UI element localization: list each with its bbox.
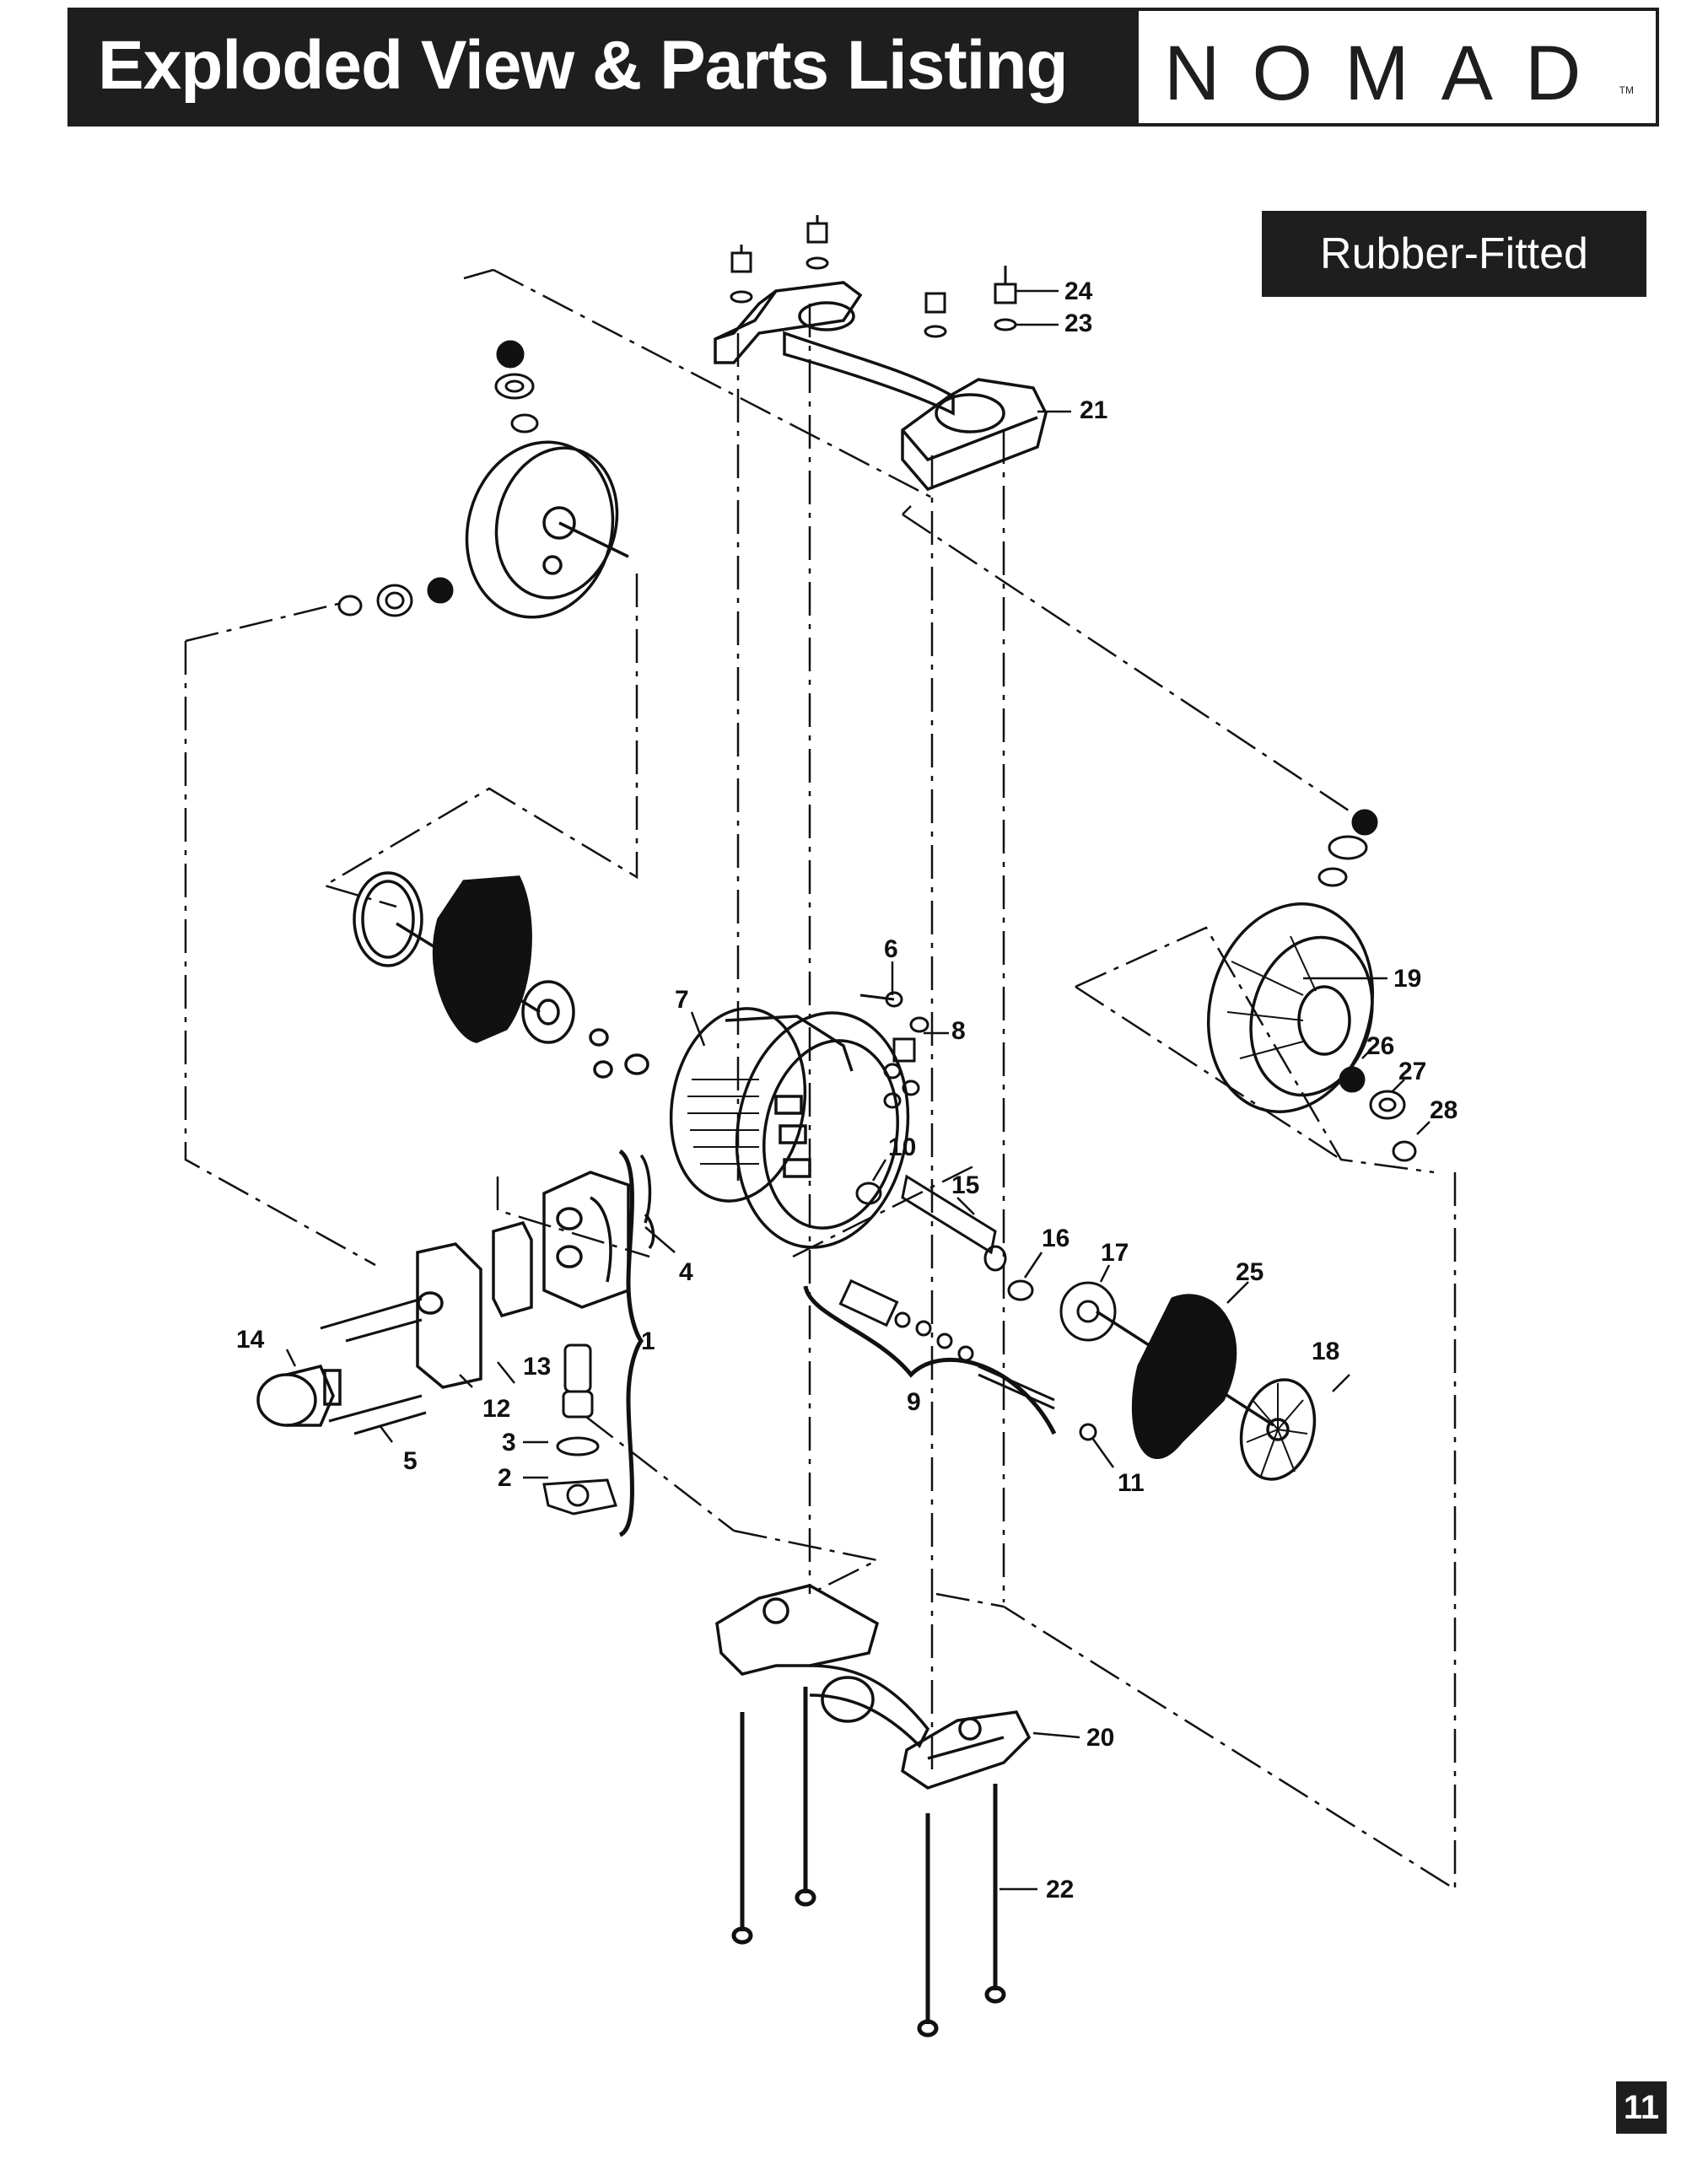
callout-21: 21 bbox=[1080, 396, 1107, 424]
bracket-9 bbox=[803, 1285, 1057, 1435]
callout-24: 24 bbox=[1064, 277, 1093, 305]
callout-9: 9 bbox=[907, 1388, 921, 1416]
callout-16: 16 bbox=[1042, 1225, 1070, 1252]
top-manifold bbox=[714, 281, 1048, 492]
top-left-valve-parts bbox=[337, 340, 539, 617]
air-valve-assembly bbox=[416, 1154, 655, 1389]
bracket-1 bbox=[618, 1149, 644, 1537]
page-title: Exploded View & Parts Listing bbox=[98, 27, 1069, 104]
brand-logo: NOMAD TM bbox=[1139, 8, 1659, 127]
callout-28: 28 bbox=[1430, 1096, 1457, 1124]
callout-27: 27 bbox=[1398, 1058, 1426, 1085]
callout-4: 4 bbox=[679, 1258, 693, 1286]
right-outer-chamber bbox=[1206, 902, 1375, 1113]
callout-25: 25 bbox=[1236, 1258, 1263, 1286]
page-number: 11 bbox=[1616, 2081, 1667, 2134]
callout-3: 3 bbox=[502, 1429, 516, 1456]
bottom-manifold bbox=[715, 1584, 1032, 1790]
callout-23: 23 bbox=[1064, 310, 1092, 337]
valve-bolts bbox=[320, 1297, 427, 1435]
callout-10: 10 bbox=[888, 1133, 916, 1161]
callout-18: 18 bbox=[1312, 1338, 1339, 1365]
variant-label: Rubber-Fitted bbox=[1262, 211, 1646, 297]
pilot-valve-stack bbox=[542, 1343, 617, 1516]
left-outer-chamber bbox=[465, 440, 629, 619]
assembly-lines bbox=[184, 268, 1457, 1892]
callout-17: 17 bbox=[1101, 1239, 1129, 1267]
manifold-nuts bbox=[730, 215, 1017, 338]
callout-2: 2 bbox=[498, 1464, 512, 1492]
callout-20: 20 bbox=[1086, 1724, 1114, 1752]
callout-8: 8 bbox=[951, 1017, 966, 1045]
callout-1: 1 bbox=[641, 1327, 655, 1355]
callout-14: 14 bbox=[236, 1326, 265, 1354]
housing-small-parts bbox=[855, 991, 929, 1205]
muffler bbox=[256, 1364, 342, 1427]
leader-lines bbox=[285, 289, 1431, 1891]
right-diaphragm bbox=[1096, 1294, 1317, 1481]
callout-26: 26 bbox=[1366, 1032, 1394, 1060]
main-shaft bbox=[901, 1174, 1117, 1342]
callout-15: 15 bbox=[951, 1171, 979, 1199]
callout-22: 22 bbox=[1046, 1876, 1074, 1903]
header-bar: Exploded View & Parts Listing bbox=[67, 8, 1139, 127]
callout-5: 5 bbox=[403, 1447, 418, 1475]
pilot-spool bbox=[838, 1279, 1097, 1441]
brand-logo-text: NOMAD bbox=[1164, 30, 1614, 116]
callout-13: 13 bbox=[523, 1353, 551, 1381]
callout-12: 12 bbox=[482, 1395, 510, 1423]
callout-labels: 24 23 21 6 7 8 10 15 16 17 25 18 19 26 2… bbox=[236, 277, 1457, 1903]
callout-6: 6 bbox=[884, 935, 898, 963]
callout-19: 19 bbox=[1393, 965, 1421, 993]
center-housing bbox=[669, 1007, 910, 1249]
callout-7: 7 bbox=[675, 986, 689, 1014]
right-valve-parts bbox=[1317, 809, 1417, 1162]
callout-11: 11 bbox=[1118, 1469, 1145, 1497]
long-bolts bbox=[731, 1687, 1006, 2038]
trademark-mark: TM bbox=[1619, 84, 1634, 96]
left-diaphragm bbox=[353, 871, 649, 1079]
